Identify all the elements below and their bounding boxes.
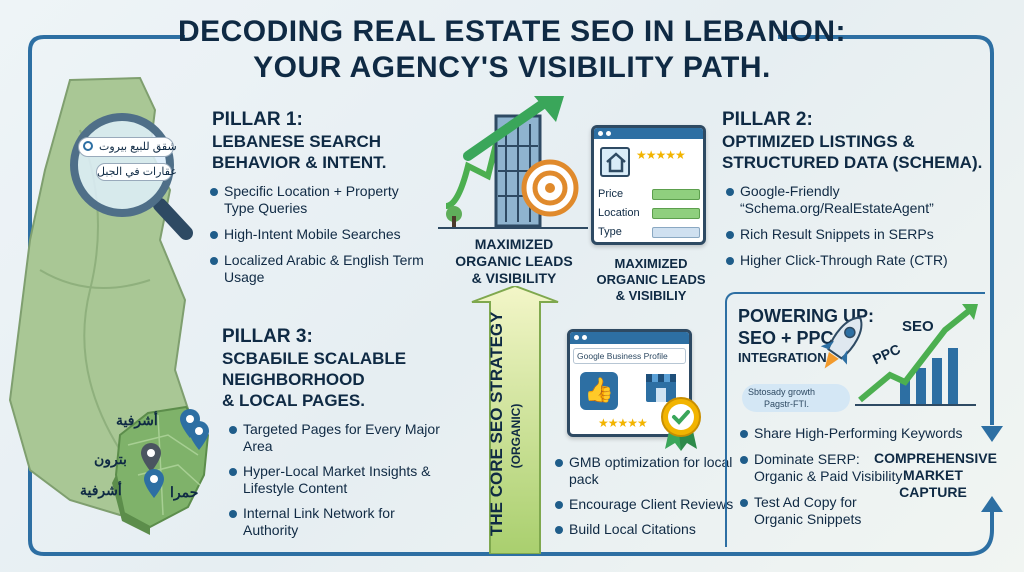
thumbs-up-icon: 👍 (580, 372, 618, 410)
ppc-title-line: SEO + PPC (738, 328, 834, 348)
pillar2-title-line: OPTIMIZED LISTINGS & (722, 132, 915, 151)
list-item: Rich Result Snippets in SERPs (726, 226, 966, 243)
pillar3-bullets: Targeted Pages for Every Major Area Hype… (229, 421, 444, 548)
core-strategy-text: THE CORE SEO STRATEGY (ORGANIC) (486, 311, 538, 537)
pillar2-caption: MAXIMIZED ORGANIC LEADS & VISIBILIY (588, 256, 714, 304)
center-caption: MAXIMIZED ORGANIC LEADS & VISIBILITY (446, 236, 582, 287)
listing-field: Type (598, 226, 622, 238)
ppc-title-line: POWERING UP: (738, 306, 875, 326)
pillar3-title-line: & LOCAL PAGES. (222, 391, 365, 410)
pillar2-title-line: STRUCTURED DATA (SCHEMA). (722, 153, 983, 172)
page-title: DECODING REAL ESTATE SEO IN LEBANON: YOU… (0, 14, 1024, 86)
pillar1-title-line: BEHAVIOR & INTENT. (212, 153, 387, 172)
list-item: Share High-Performing Keywords (740, 425, 963, 442)
list-item: Hyper-Local Market Insights & Lifestyle … (229, 463, 444, 497)
list-item: Higher Click-Through Rate (CTR) (726, 252, 966, 269)
building-growth-icon (438, 96, 588, 229)
rating-stars-icon: ★★★★★ (636, 148, 686, 162)
list-item: Specific Location + Property Type Querie… (210, 183, 425, 217)
list-item: Encourage Client Reviews (555, 496, 745, 513)
store-icon (646, 374, 676, 402)
smudge-text: Pagstr-FTI. (764, 399, 810, 409)
pillar3-label: PILLAR 3: (222, 326, 313, 347)
map-label: بترون (94, 451, 127, 467)
list-item: Test Ad Copy for Organic Snippets (740, 494, 908, 528)
list-item: Targeted Pages for Every Major Area (229, 421, 444, 455)
caption-line: & VISIBILIY (615, 288, 687, 303)
verified-badge-icon (661, 397, 701, 451)
pillar2-label: PILLAR 2: (722, 109, 813, 130)
listing-window: ★★★★★ Price Location Type (591, 125, 706, 245)
title-line-2: YOUR AGENCY'S VISIBILITY PATH. (253, 51, 771, 84)
search-bubble: شقق للبيع بيروت (78, 137, 177, 157)
search-icon (83, 141, 93, 151)
arrow-text: THE CORE SEO STRATEGY (487, 311, 506, 537)
pillar2-heading: PILLAR 2: OPTIMIZED LISTINGS & STRUCTURE… (722, 109, 982, 173)
title-line-1: DECODING REAL ESTATE SEO IN LEBANON: (177, 15, 847, 48)
caption-line: ORGANIC LEADS (596, 272, 706, 287)
list-item: Google-Friendly “Schema.org/RealEstateAg… (726, 183, 966, 217)
district-map (112, 405, 210, 535)
list-item: Build Local Citations (555, 521, 745, 538)
arrow-subtext: (ORGANIC) (509, 403, 523, 469)
growth-smudge: Sbtosady growth Pagstr-FTI. (742, 384, 850, 412)
pillar2-bullets: Google-Friendly “Schema.org/RealEstateAg… (726, 183, 966, 278)
caption-line: MAXIMIZED (474, 236, 554, 252)
list-item: GMB optimization for local pack (555, 454, 745, 488)
list-item: Dominate SERP: Organic & Paid Visibility (740, 451, 908, 485)
caption-line: MAXIMIZED (614, 256, 688, 271)
map-label: أشرفية (80, 482, 122, 498)
map-pin-icon (141, 443, 161, 472)
ppc-panel (725, 292, 985, 547)
pillar3-heading: PILLAR 3: SCBAбILE SCALABLE NEIGHBORHOOD… (222, 326, 406, 411)
list-item: Localized Arabic & English Term Usage (210, 252, 425, 286)
map-label: أشرفية (116, 412, 158, 428)
map-pin-icon (189, 421, 209, 450)
gmb-bullets: GMB optimization for local pack Encourag… (555, 454, 745, 547)
listing-field-bar (652, 208, 700, 219)
caption-line: ORGANIC LEADS (455, 253, 573, 269)
map-label: حمرا (170, 484, 199, 500)
market-capture-label: COMPREHENSIVE MARKET CAPTURE (874, 450, 997, 501)
core-strategy-arrow (471, 286, 559, 554)
search-bubble: عقارات في الجبل (96, 163, 177, 181)
pillar1-heading: PILLAR 1: LEBANESE SEARCH BEHAVIOR & INT… (212, 109, 386, 173)
caption-line: & VISIBILITY (471, 270, 557, 286)
pillar1-label: PILLAR 1: (212, 109, 303, 130)
listing-field: Price (598, 188, 624, 200)
list-item: Internal Link Network for Authority (229, 505, 444, 539)
listing-field-bar (652, 227, 700, 238)
window-titlebar (570, 332, 689, 344)
capture-line: MARKET (903, 467, 963, 483)
smudge-text: Sbtosady growth (748, 387, 816, 397)
search-term: شقق للبيع بيروت (99, 141, 177, 153)
list-item: High-Intent Mobile Searches (210, 226, 425, 243)
listing-field-bar (652, 189, 700, 200)
ppc-bullets: Share High-Performing Keywords Dominate … (740, 425, 963, 537)
chart-label-seo: SEO (902, 318, 934, 335)
pillar3-title-line: NEIGHBORHOOD (222, 370, 365, 389)
search-term: عقارات في الجبل (97, 166, 177, 178)
window-titlebar (594, 128, 703, 139)
pillar1-bullets: Specific Location + Property Type Querie… (210, 183, 425, 295)
seo-ppc-growth-chart (820, 304, 978, 406)
capture-line: COMPREHENSIVE (874, 450, 997, 466)
pillar3-title-line: SCBAбILE SCALABLE (222, 349, 407, 368)
gmb-title: Google Business Profile (573, 348, 686, 364)
house-glyph-icon (606, 152, 626, 173)
ppc-title-line: INTEGRATION (738, 350, 827, 365)
rating-stars-icon: ★★★★★ (598, 416, 648, 430)
pillar1-title-line: LEBANESE SEARCH (212, 132, 382, 151)
map-pin-icon (144, 469, 164, 498)
listing-field: Location (598, 207, 640, 219)
capture-line: CAPTURE (899, 484, 967, 500)
ppc-heading: POWERING UP: SEO + PPC INTEGRATION (738, 305, 874, 367)
